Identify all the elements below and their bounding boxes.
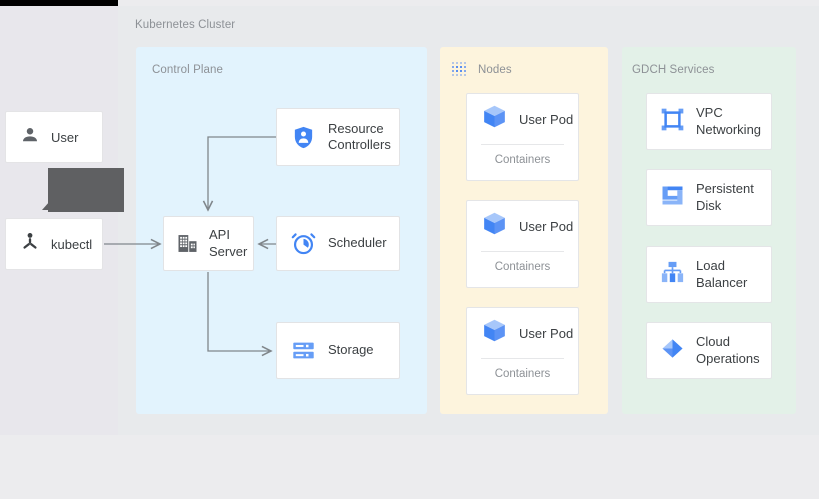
card-load-balancer[interactable]: Load Balancer: [646, 246, 772, 303]
user-pod-1-header: User Pod: [467, 94, 578, 130]
vpc-network-icon: [660, 107, 685, 137]
actor-kubectl[interactable]: kubectl: [5, 218, 103, 270]
group-label-control-plane: Control Plane: [152, 64, 223, 76]
tooltip-block: [42, 168, 124, 212]
card-persistent-disk[interactable]: Persistent Disk: [646, 169, 772, 226]
shield-person-icon: [291, 125, 316, 150]
cube-icon: [481, 317, 508, 349]
group-label-nodes: Nodes: [478, 64, 512, 76]
card-label-resource-controllers: Resource Controllers: [328, 120, 391, 152]
top-black-strip: [0, 0, 118, 6]
card-scheduler[interactable]: Scheduler: [276, 216, 400, 271]
actor-user-label: User: [51, 129, 79, 145]
card-user-pod-1[interactable]: User Pod Containers: [466, 93, 579, 181]
card-resource-controllers[interactable]: Resource Controllers: [276, 108, 400, 166]
persistent-disk-icon: [660, 183, 685, 213]
page-title: Kubernetes Cluster: [135, 19, 236, 31]
card-cloud-operations[interactable]: Cloud Operations: [646, 322, 772, 379]
card-label-cloud-operations: Cloud Operations: [696, 334, 760, 366]
cube-icon: [481, 103, 508, 135]
user-pod-1-sublabel: Containers: [494, 154, 551, 166]
actor-kubectl-label: kubectl: [51, 236, 93, 252]
group-label-gdch-services: GDCH Services: [632, 64, 715, 76]
card-label-user-pod-1: User Pod: [519, 111, 574, 127]
card-api-server[interactable]: API Server: [163, 216, 254, 271]
card-label-vpc-networking: VPC Networking: [696, 105, 762, 137]
kubectl-icon: [20, 232, 40, 257]
dotted-grid-icon: [452, 62, 466, 76]
user-pod-1-divider: [481, 144, 564, 145]
card-user-pod-3[interactable]: User Pod Containers: [466, 307, 579, 395]
card-label-persistent-disk: Persistent Disk: [696, 181, 754, 213]
card-label-user-pod-3: User Pod: [519, 325, 574, 341]
person-icon: [20, 125, 40, 150]
user-pod-3-header: User Pod: [467, 308, 578, 344]
card-user-pod-2[interactable]: User Pod Containers: [466, 200, 579, 288]
user-pod-2-sublabel: Containers: [494, 261, 551, 273]
storage-icon: [291, 338, 316, 363]
api-server-icon: [176, 232, 199, 255]
card-storage[interactable]: Storage: [276, 322, 400, 379]
user-pod-2-header: User Pod: [467, 201, 578, 237]
card-label-user-pod-2: User Pod: [519, 218, 574, 234]
tooltip-tail: [42, 201, 50, 210]
card-label-api-server: API Server: [209, 227, 248, 259]
clock-alarm-icon: [291, 231, 316, 256]
cloud-operations-icon: [660, 336, 685, 366]
user-pod-2-divider: [481, 251, 564, 252]
card-label-scheduler: Scheduler: [328, 235, 387, 251]
user-pod-3-sublabel: Containers: [494, 368, 551, 380]
card-label-load-balancer: Load Balancer: [696, 258, 748, 290]
load-balancer-icon: [660, 260, 685, 290]
cube-icon: [481, 210, 508, 242]
card-label-storage: Storage: [328, 342, 374, 358]
card-vpc-networking[interactable]: VPC Networking: [646, 93, 772, 150]
user-pod-3-divider: [481, 358, 564, 359]
actor-user[interactable]: User: [5, 111, 103, 163]
